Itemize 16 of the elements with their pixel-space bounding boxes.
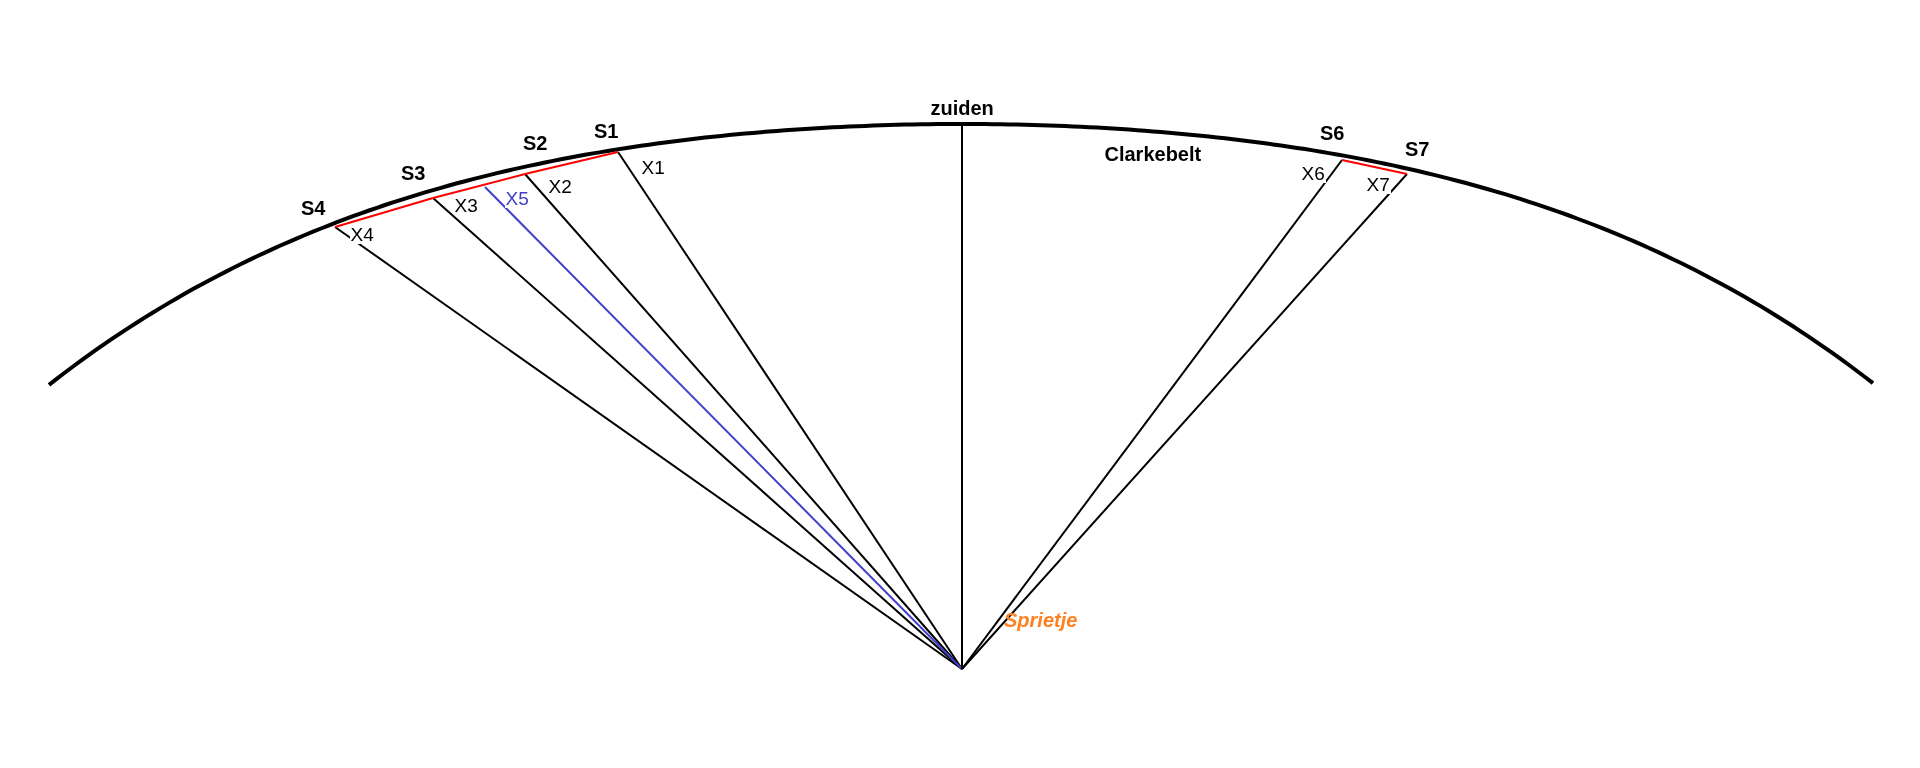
satellite-label: S7: [1405, 139, 1430, 160]
satellite-label: S3: [401, 163, 426, 184]
sightline: [432, 173, 526, 199]
satellite-label: S1: [594, 120, 619, 141]
location-label: Sprietje: [1004, 610, 1078, 630]
orbit-label: Clarkebelt: [1104, 144, 1202, 164]
direction-label: zuiden: [930, 98, 994, 118]
sightline: [334, 226, 963, 670]
satellite-label: S4: [301, 197, 326, 218]
sightline: [1341, 159, 1408, 175]
sightline: [961, 123, 963, 670]
satellite-label: S6: [1320, 123, 1345, 144]
sightline: [961, 173, 1408, 670]
sightline: [334, 197, 434, 228]
satellite-label: S2: [523, 133, 548, 154]
sightline: [524, 151, 619, 175]
